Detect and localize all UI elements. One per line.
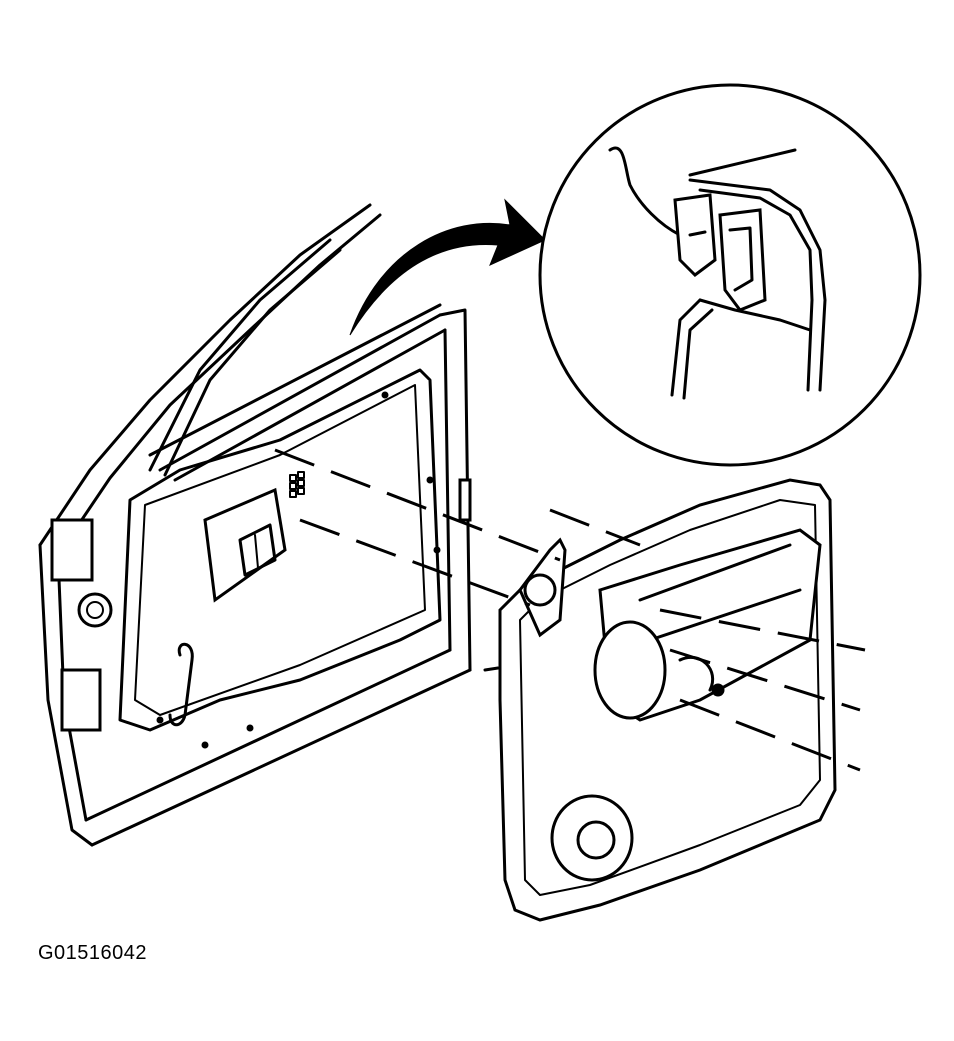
switch-holes xyxy=(289,471,305,498)
lower-hinge xyxy=(60,668,102,732)
door-trim-panel xyxy=(483,478,837,922)
door-inner-structure xyxy=(38,203,472,847)
retainer-clip-detail xyxy=(538,83,922,467)
hinge-bolt xyxy=(77,592,113,628)
handle-cup xyxy=(593,620,667,720)
inner-handle-recess xyxy=(203,487,287,603)
detail-arrow xyxy=(349,198,546,336)
alignment-lines xyxy=(274,448,866,772)
wire-hook xyxy=(168,642,194,727)
figure-id-label: G01516042 xyxy=(38,942,148,964)
upper-hinge xyxy=(50,518,94,582)
